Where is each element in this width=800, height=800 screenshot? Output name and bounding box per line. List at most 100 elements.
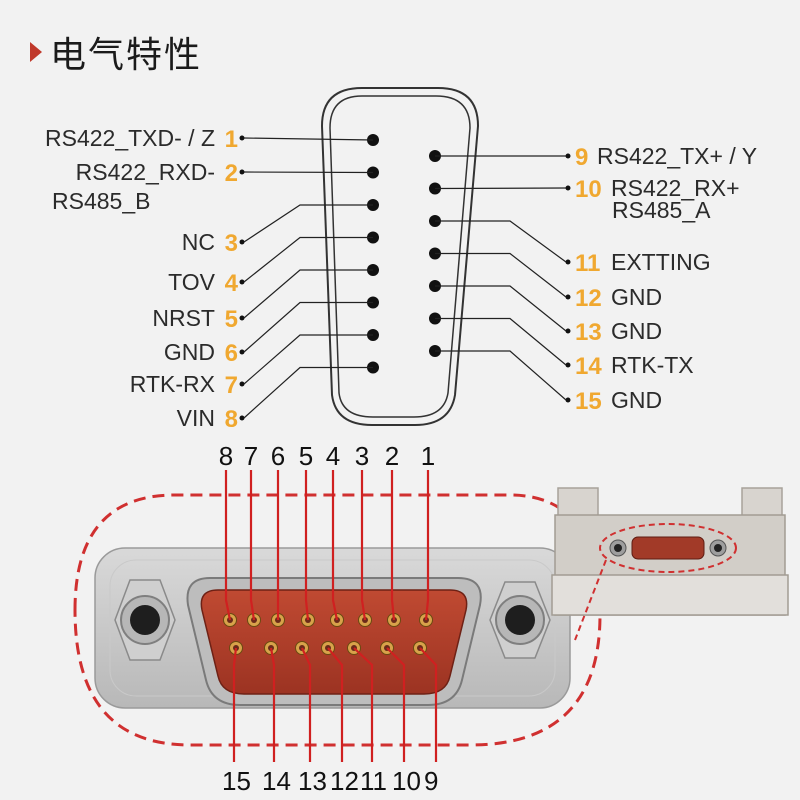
dsub-red-insert (200, 589, 468, 695)
pin-number-15: 15 (575, 388, 602, 415)
pin-number-11: 11 (575, 250, 600, 277)
bottom-bottom-label-13: 13 (298, 766, 327, 796)
pin-number-7: 7 (225, 372, 238, 399)
right-callout-end-13 (565, 328, 571, 334)
pin-label-4: TOV (168, 269, 216, 295)
pin-label-6: GND (164, 339, 215, 365)
title-arrow-icon (30, 42, 42, 62)
bottom-top-line-3 (360, 470, 367, 621)
bottom-bottom-line-10 (386, 647, 406, 762)
bottom-top-label-2: 2 (385, 441, 399, 471)
pin-label-2: RS422_RXD- (76, 159, 215, 185)
pin-number-13: 13 (575, 319, 602, 346)
pin-number-4: 4 (225, 270, 239, 297)
pin-label-10: RS422_RX+ (611, 175, 740, 201)
bottom-top-label-8: 8 (219, 441, 233, 471)
pin-label-5: NRST (152, 305, 215, 331)
pin-label-1: RS422_TXD- / Z (45, 125, 215, 151)
pin-label-9: RS422_TX+ / Y (597, 143, 757, 169)
left-callout-end-6 (239, 349, 245, 355)
pin-label-7: RTK-RX (130, 371, 215, 397)
bottom-top-line-7 (249, 470, 256, 621)
bottom-top-label-1: 1 (421, 441, 435, 471)
right-callout-end-9 (565, 153, 571, 159)
pin-number-10: 10 (575, 176, 602, 203)
bottom-top-label-5: 5 (299, 441, 313, 471)
left-callout-end-7 (239, 381, 245, 387)
pin-number-3: 3 (225, 230, 238, 257)
left-callout-end-4 (239, 279, 245, 285)
bottom-bottom-line-9 (419, 647, 438, 762)
left-callout-end-2 (239, 169, 245, 175)
pin-number-1: 1 (225, 126, 238, 153)
pin-number-8: 8 (225, 406, 238, 433)
left-callout-line-3 (243, 204, 373, 243)
pin-number-2: 2 (225, 160, 238, 187)
left-callout-line-2 (243, 171, 374, 174)
pin-label-12: GND (611, 284, 662, 310)
pin-label-14: RTK-TX (611, 352, 694, 378)
pin-number-12: 12 (575, 285, 602, 312)
zoom-dashed-outline (73, 493, 602, 747)
right-hex-nut (489, 581, 551, 659)
left-callout-line-8 (243, 366, 373, 419)
right-pin-group: 9 RS422_TX+ / Y 10 RS422_RX+RS485_A 11 EXTTIN… (429, 143, 757, 415)
pin-label-11: EXTTING (611, 249, 711, 275)
right-callout-end-14 (565, 362, 571, 368)
pin-label2-2: RS485_B (52, 188, 150, 214)
bottom-bottom-line-15 (232, 647, 238, 762)
left-callout-end-3 (239, 239, 245, 245)
right-callout-line-15 (435, 350, 567, 401)
bottom-top-line-8 (224, 470, 232, 621)
thumbnail-highlight-dashed (599, 523, 737, 573)
zoom-connector-line (574, 559, 607, 641)
bottom-top-line-4 (331, 470, 339, 621)
bottom-top-line-2 (390, 470, 396, 621)
pin-label-15: GND (611, 387, 662, 413)
pin-number-6: 6 (225, 340, 238, 367)
left-callout-line-7 (243, 334, 373, 385)
left-callout-line-4 (243, 236, 373, 283)
right-callout-line-12 (435, 252, 567, 298)
pin-label-13: GND (611, 318, 662, 344)
pin-number-5: 5 (225, 306, 238, 333)
bottom-bottom-line-14 (269, 647, 276, 762)
title-text: 电气特性 (50, 34, 203, 75)
dsub-outline-outer (320, 87, 480, 426)
right-callout-line-14 (435, 317, 567, 366)
left-callout-line-5 (243, 269, 373, 319)
bottom-bottom-label-9: 9 (424, 766, 438, 796)
left-callout-end-8 (239, 415, 245, 421)
pin-label-8: VIN (177, 405, 215, 431)
right-callout-line-13 (435, 285, 567, 332)
pin-number-9: 9 (575, 144, 588, 171)
module-thumbnail (551, 487, 789, 641)
left-callout-line-1 (243, 137, 374, 141)
bottom-bottom-line-11 (353, 647, 374, 762)
bottom-bottom-label-15: 15 (222, 766, 251, 796)
section-title: 电气特性 (30, 30, 202, 75)
left-callout-end-1 (239, 135, 245, 141)
bottom-callout-lines (224, 470, 438, 762)
pin-number-14: 14 (575, 353, 602, 380)
dsub-outline-inner (329, 95, 471, 418)
right-callout-line-10 (434, 187, 567, 190)
bottom-top-line-5 (304, 470, 310, 621)
bottom-bottom-label-11: 11 (360, 766, 387, 796)
left-pin-group: 1 RS422_TXD- / Z 2 RS422_RXD- RS485_B 3 NC 4 TOV… (45, 125, 379, 433)
bottom-bottom-label-14: 14 (262, 766, 291, 796)
pin-label2-10: RS485_A (612, 197, 711, 223)
bottom-bottom-line-13 (301, 647, 312, 762)
bottom-bottom-line-12 (327, 647, 344, 762)
bottom-bottom-label-12: 12 (330, 766, 359, 796)
bottom-bottom-label-10: 10 (392, 766, 421, 796)
right-callout-end-11 (565, 259, 571, 265)
connector-photo (73, 470, 602, 762)
bottom-top-label-6: 6 (271, 441, 285, 471)
bottom-top-line-1 (424, 470, 430, 621)
pin-label-3: NC (182, 229, 215, 255)
left-callout-line-6 (243, 301, 373, 353)
left-hex-nut (114, 579, 176, 661)
